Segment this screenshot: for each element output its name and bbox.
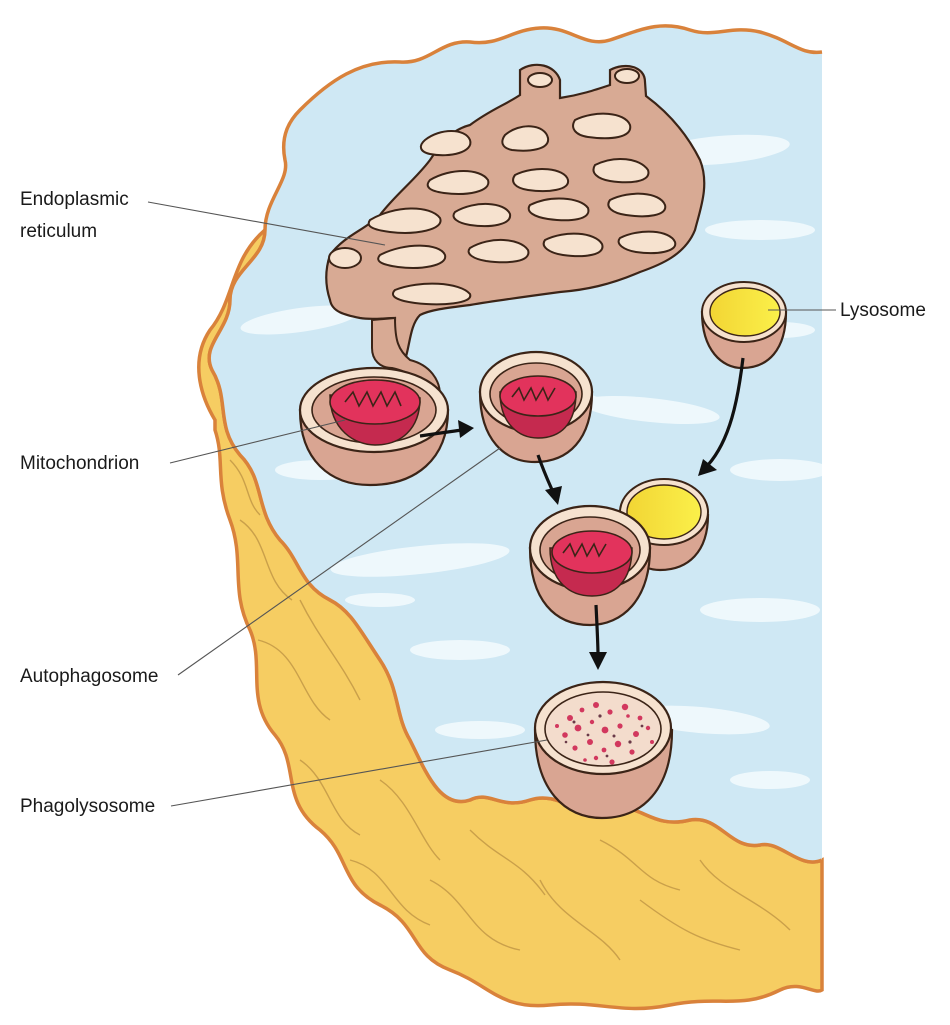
arrow-fusion-to-phagolysosome xyxy=(596,605,598,655)
lysosome-vesicle xyxy=(702,282,786,368)
label-autophagosome: Autophagosome xyxy=(20,666,158,687)
label-lysosome: Lysosome xyxy=(840,300,926,321)
label-reticulum: reticulum xyxy=(20,221,97,242)
autophagosome-vesicle xyxy=(480,352,592,462)
phagolysosome-vesicle xyxy=(535,682,672,818)
mitochondrion-vesicle xyxy=(300,368,448,485)
label-mitochondrion: Mitochondrion xyxy=(20,453,139,474)
label-endoplasmic: Endoplasmic xyxy=(20,189,129,210)
label-phagolysosome: Phagolysosome xyxy=(20,796,155,817)
